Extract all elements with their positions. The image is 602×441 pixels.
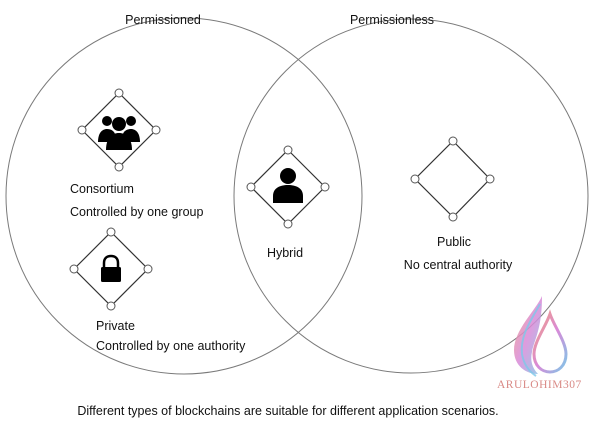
group-icon	[98, 116, 140, 150]
permissioned-circle	[5, 17, 363, 375]
consortium-title: Consortium	[70, 182, 134, 196]
public-node-diamond	[410, 136, 495, 222]
consortium-description: Controlled by one group	[70, 205, 204, 219]
public-description: No central authority	[403, 258, 513, 272]
water-drop-logo	[514, 296, 568, 377]
caption: Different types of blockchains are suita…	[77, 404, 499, 418]
watermark-text: ARULOHIM307	[497, 379, 582, 391]
private-title: Private	[96, 319, 135, 333]
hybrid-title: Hybrid	[266, 246, 304, 260]
permissioned-heading: Permissioned	[125, 13, 201, 27]
public-title: Public	[436, 235, 472, 249]
permissionless-circle	[233, 18, 589, 374]
private-description: Controlled by one authority	[96, 339, 246, 353]
permissionless-heading: Permissionless	[349, 13, 435, 27]
lock-icon	[101, 254, 121, 282]
person-icon	[273, 168, 303, 203]
